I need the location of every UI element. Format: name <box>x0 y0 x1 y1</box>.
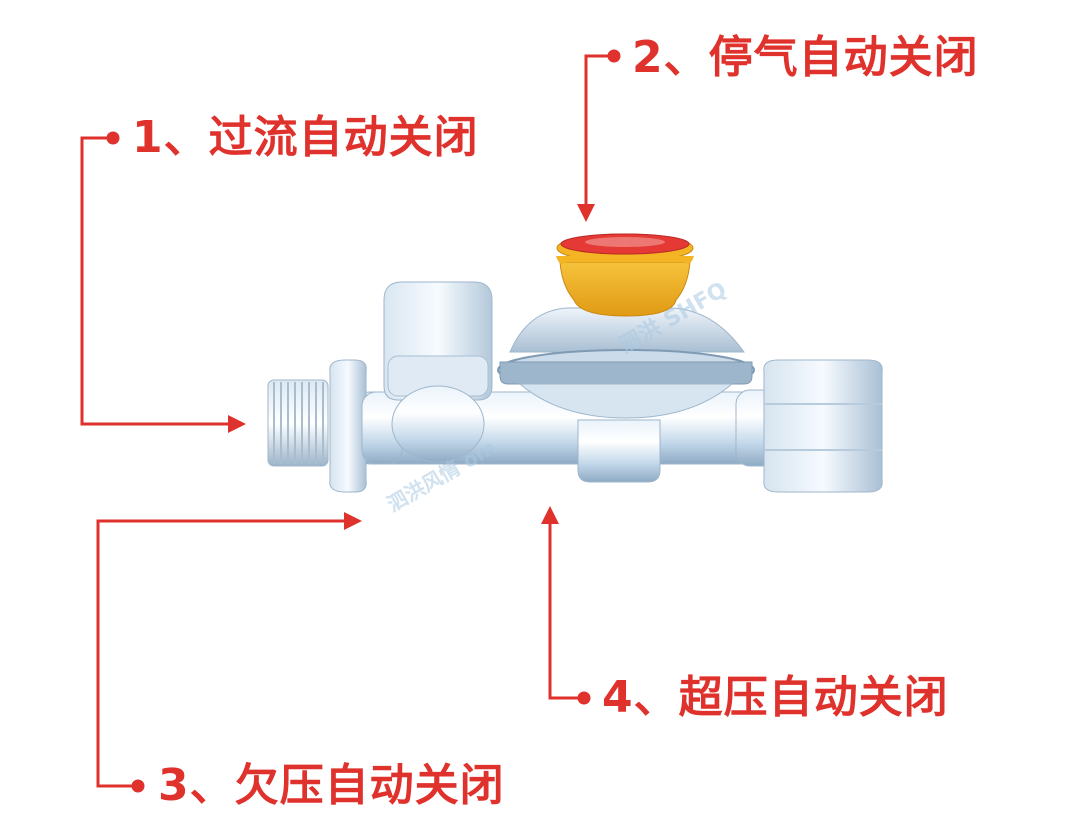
label-over-current-shutoff: 1、过流自动关闭 <box>132 112 479 163</box>
label-gas-stop-shutoff: 2、停气自动关闭 <box>632 32 979 83</box>
arrow-1 <box>80 131 246 433</box>
arrow-4 <box>541 506 591 705</box>
label-over-pressure-shutoff: 4、超压自动关闭 <box>602 672 949 723</box>
regulator-dome <box>497 307 755 419</box>
arrow-2 <box>577 49 621 222</box>
stop-button <box>556 233 694 317</box>
arrow-3 <box>96 512 362 793</box>
label-under-pressure-shutoff: 3、欠压自动关闭 <box>158 760 505 811</box>
